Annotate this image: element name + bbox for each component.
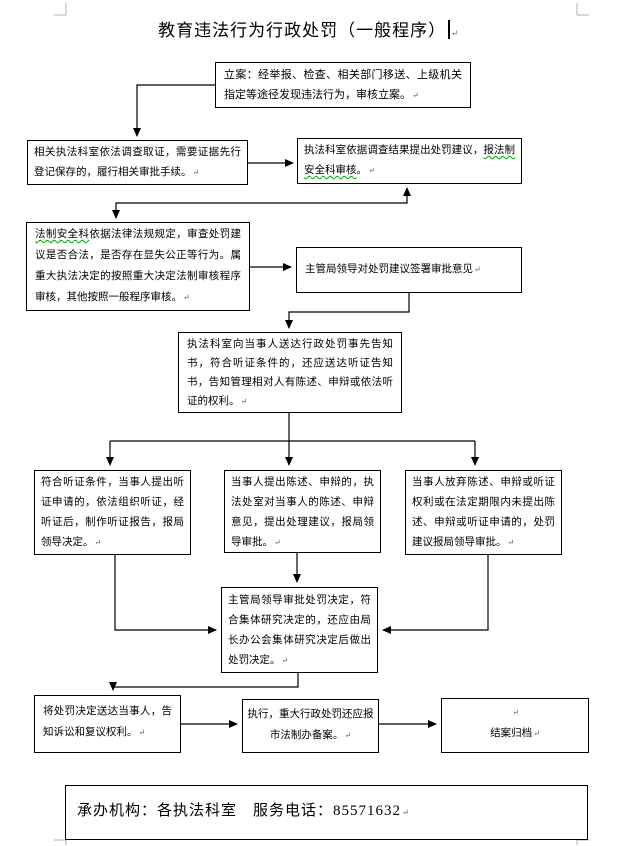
flow-box-deliver-decision-text: 将处罚决定送达当事人，告知诉讼和复议权利。 [43, 706, 172, 738]
paragraph-mark: ↵ [474, 265, 481, 274]
flow-box-filing-text: 立案：经举报、检查、相关部门移送、上级机关指定等途径发现违法行为，审核立案。 [224, 69, 462, 101]
flow-box-archive: ↵ 结案归档↵ [441, 698, 589, 753]
document-title: 教育违法行为行政处罚（一般程序） ↵ [0, 16, 617, 41]
flow-box-propose-text: 执法科室依据调查结果提出处罚建议， [304, 145, 484, 156]
flow-box-leader-sign-text: 主管局领导对处罚建议签署审批意见 [305, 264, 473, 275]
flow-box-statement-defense: 当事人提出陈述、申辩的，执法处室对当事人的陈述、申辩意见，提出处理建议，报局领导… [224, 470, 381, 553]
document-title-text: 教育违法行为行政处罚（一般程序） [158, 21, 447, 40]
spellcheck-wavy-text: 法制安全科 [35, 229, 90, 240]
flow-box-approve-decision-text: 主管局领导审批处罚决定，符合集体研究决定的，还应由局长办公会集体研究决定后做出处… [228, 595, 371, 666]
flow-box-archive-text: 结案归档 [490, 728, 533, 739]
paragraph-mark: ↵ [138, 728, 146, 737]
flow-box-execute-text: 执行，重大行政处罚还应报市法制办备案。 [247, 709, 374, 741]
connector-hearing-to-decision [114, 555, 217, 634]
paragraph-mark: ↵ [240, 397, 248, 406]
connector-filing-to-investigate [133, 84, 215, 137]
flow-box-hearing-text: 符合听证条件，当事人提出听证申请的，依法组织听证，经听证后，制作听证报告，报局领… [41, 477, 184, 548]
flow-box-prior-notice-text: 执法科室向当事人送达行政处罚事先告知书，符合听证条件的，还应送达听证告知书，告知… [187, 339, 393, 407]
connector-sign-to-notice [285, 293, 410, 329]
flow-box-waive-rights-text: 当事人放弃陈述、申辩或听证权利或在法定期限内未提出陈述、申辩或听证申请的，处罚建… [412, 477, 555, 548]
flow-box-archive-line: 结案归档↵ [446, 723, 584, 744]
flow-box-deliver-decision: 将处罚决定送达当事人，告知诉讼和复议权利。↵ [34, 695, 181, 753]
paragraph-mark: ↵ [507, 538, 515, 547]
flow-box-archive-empty-line: ↵ [446, 702, 584, 723]
footer-contact-box: 承办机构：各执法科室 服务电话：85571632↵ [65, 785, 588, 840]
text-cursor-caret[interactable] [448, 20, 451, 39]
flow-box-legal-review-text: 依据法律法规规定，审查处罚建议是否合法，是否存在显失公正等行为。属重大执法决定的… [35, 229, 242, 303]
flow-box-investigate-text: 相关执法科室依法调查取证，需要证据先行登记保存的，履行相关审批手续。 [34, 147, 241, 178]
flow-box-filing: 立案：经举报、检查、相关部门移送、上级机关指定等途径发现违法行为，审核立案。↵ [215, 62, 471, 108]
paragraph-mark: ↵ [451, 29, 459, 38]
paragraph-mark: ↵ [533, 729, 540, 738]
flow-box-propose-penalty: 执法科室依据调查结果提出处罚建议，报法制安全科审核。↵ [297, 138, 522, 184]
flow-box-investigate: 相关执法科室依法调查取证，需要证据先行登记保存的，履行相关审批手续。↵ [27, 140, 248, 185]
spellcheck-wavy-text: 报法制安全科审核 [304, 145, 516, 176]
footer-contact-text: 承办机构：各执法科室 服务电话：85571632 [77, 803, 402, 819]
paragraph-mark: ↵ [512, 708, 519, 717]
flow-box-waive-rights: 当事人放弃陈述、申辩或听证权利或在法定期限内未提出陈述、申辩或听证申请的，处罚建… [405, 470, 562, 555]
paragraph-mark: ↵ [274, 538, 281, 547]
paragraph-mark: ↵ [94, 538, 102, 547]
flow-box-execute: 执行，重大行政处罚还应报市法制办备案。↵ [242, 699, 379, 753]
paragraph-mark: ↵ [281, 656, 289, 665]
connector-waive-to-decision [382, 555, 489, 634]
paragraph-mark: ↵ [344, 731, 352, 740]
paragraph-mark: ↵ [412, 91, 419, 100]
flow-box-prior-notice: 执法科室向当事人送达行政处罚事先告知书，符合听证条件的，还应送达听证告知书，告知… [178, 332, 402, 413]
paragraph-mark: ↵ [402, 808, 410, 817]
flow-box-legal-review: 法制安全科依据法律法规规定，审查处罚建议是否合法，是否存在显失公正等行为。属重大… [26, 222, 250, 311]
flow-box-leader-sign: 主管局领导对处罚建议签署审批意见↵ [296, 247, 522, 293]
paragraph-mark: ↵ [368, 166, 375, 175]
flow-box-propose-text-end: 。 [356, 165, 368, 176]
connector-decision-to-deliver [109, 673, 299, 691]
flow-box-approve-decision: 主管局领导审批处罚决定，符合集体研究决定的，还应由局长办公会集体研究决定后做出处… [221, 587, 378, 673]
paragraph-mark: ↵ [192, 168, 200, 177]
connector-propose-legal-review [112, 187, 411, 219]
flow-box-statement-defense-text: 当事人提出陈述、申辩的，执法处室对当事人的陈述、申辩意见，提出处理建议，报局领导… [231, 477, 374, 548]
paragraph-mark: ↵ [183, 293, 190, 302]
flow-box-hearing: 符合听证条件，当事人提出听证申请的，依法组织听证，经听证后，制作听证报告，报局领… [34, 470, 191, 555]
